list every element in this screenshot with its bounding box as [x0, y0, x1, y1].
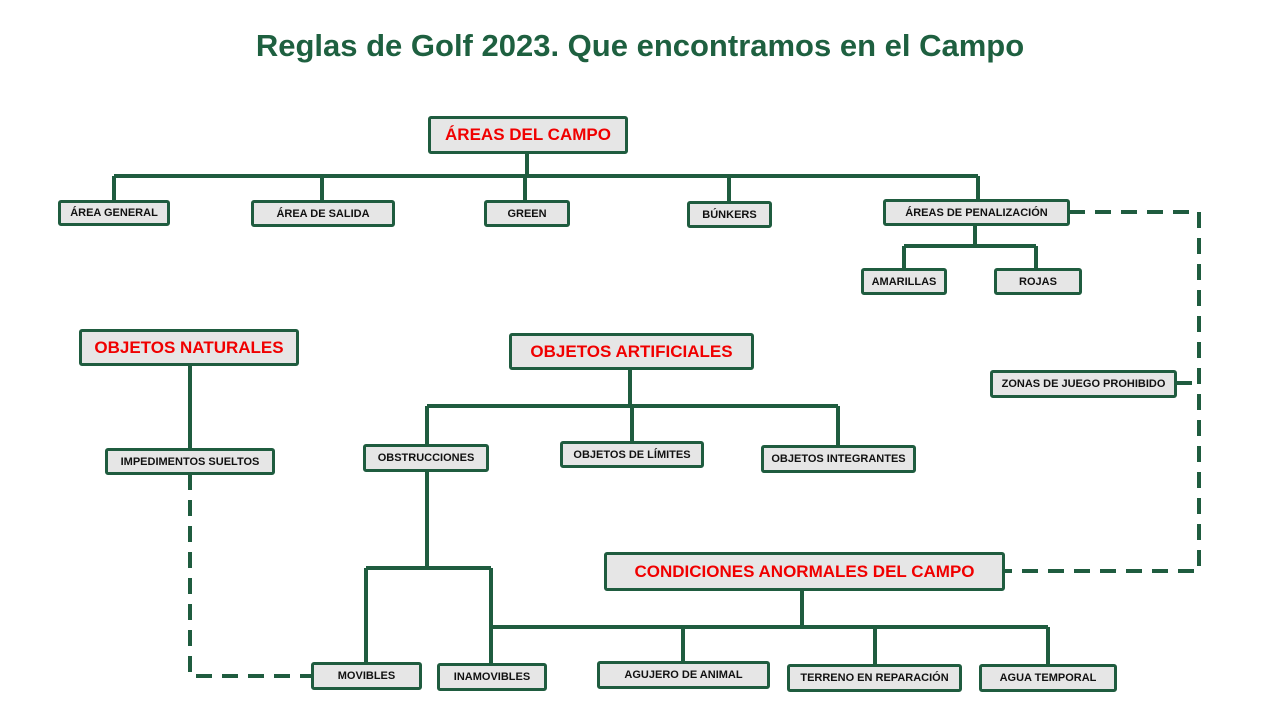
page-title: Reglas de Golf 2023. Que encontramos en …	[255, 28, 1025, 63]
dashed-connector-impedimentos-movibles	[188, 474, 311, 678]
node-agujero-de-animal: AGUJERO DE ANIMAL	[597, 661, 770, 689]
node-inamovibles: INAMOVIBLES	[437, 663, 547, 691]
node-agua-temporal: AGUA TEMPORAL	[979, 664, 1117, 692]
dashed-connector-penalizacion-condiciones	[1004, 210, 1201, 573]
node-area-de-salida: ÁREA DE SALIDA	[251, 200, 395, 227]
node-zonas-de-juego-prohibido: ZONAS DE JUEGO PROHIBIDO	[990, 370, 1177, 398]
connector-condiciones	[491, 590, 1050, 664]
node-condiciones-anormales: CONDICIONES ANORMALES DEL CAMPO	[604, 552, 1005, 591]
node-green: GREEN	[484, 200, 570, 227]
node-areas-del-campo: ÁREAS DEL CAMPO	[428, 116, 628, 154]
node-objetos-integrantes: OBJETOS INTEGRANTES	[761, 445, 916, 473]
connector-obstrucciones	[364, 471, 493, 663]
node-objetos-de-limites: OBJETOS DE LÍMITES	[560, 441, 704, 468]
node-objetos-naturales: OBJETOS NATURALES	[79, 329, 299, 366]
node-bunkers: BÚNKERS	[687, 201, 772, 228]
node-objetos-artificiales: OBJETOS ARTIFICIALES	[509, 333, 754, 370]
connector-penalizacion	[902, 225, 1038, 268]
connector-artificiales	[425, 369, 840, 445]
connector-areas	[112, 153, 980, 201]
node-rojas: ROJAS	[994, 268, 1082, 295]
node-movibles: MOVIBLES	[311, 662, 422, 690]
node-impedimentos-sueltos: IMPEDIMENTOS SUELTOS	[105, 448, 275, 475]
node-area-general: ÁREA GENERAL	[58, 200, 170, 226]
node-amarillas: AMARILLAS	[861, 268, 947, 295]
node-areas-de-penalizacion: ÁREAS DE PENALIZACIÓN	[883, 199, 1070, 226]
node-obstrucciones: OBSTRUCCIONES	[363, 444, 489, 472]
node-terreno-en-reparacion: TERRENO EN REPARACIÓN	[787, 664, 962, 692]
